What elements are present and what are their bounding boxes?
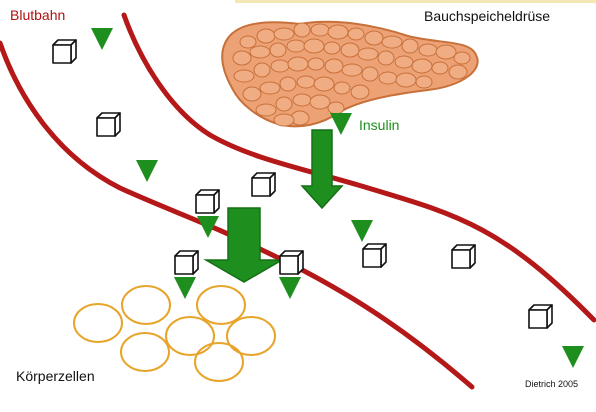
glucose-cube-icon	[362, 243, 387, 268]
glucose-cube-icon	[52, 39, 77, 64]
insulin-release-arrow	[300, 129, 344, 210]
vessel-wall-upper	[121, 12, 596, 323]
glucose-cube-icon	[174, 250, 199, 275]
glucose-cube-icon	[96, 112, 121, 137]
body-cells-group	[73, 285, 276, 382]
insulin-triangle-icon	[174, 277, 196, 299]
insulin-uptake-arrow	[203, 207, 285, 283]
insulin-triangle-icon	[351, 220, 373, 242]
glucose-cube-icon	[279, 250, 304, 275]
insulin-triangle-icon	[330, 113, 352, 135]
bloodstream-label: Blutbahn	[10, 7, 66, 23]
insulin-triangle-icon	[136, 160, 158, 182]
body-cell	[196, 285, 246, 325]
body-cells-label: Körperzellen	[16, 368, 95, 384]
body-cell	[121, 285, 171, 325]
top-strip	[235, 0, 596, 3]
glucose-cube-icon	[251, 172, 276, 197]
body-cell	[194, 342, 244, 382]
pancreas-label: Bauchspeicheldrüse	[424, 8, 551, 24]
glucose-cube-icon	[451, 244, 476, 269]
glucose-cube-icon	[195, 189, 220, 214]
insulin-label: Insulin	[359, 117, 400, 133]
pancreas-icon	[221, 20, 479, 128]
insulin-triangle-icon	[562, 346, 584, 368]
body-cell	[165, 316, 215, 356]
insulin-triangle-icon	[279, 277, 301, 299]
insulin-triangle-icon	[91, 28, 113, 50]
glucose-cube-icon	[528, 304, 553, 329]
body-cell	[226, 316, 276, 356]
insulin-triangle-icon	[197, 216, 219, 238]
vessel-wall-lower	[0, 40, 475, 390]
body-cell	[120, 332, 170, 372]
author-credit: Dietrich 2005	[525, 379, 579, 389]
body-cell	[73, 303, 123, 343]
